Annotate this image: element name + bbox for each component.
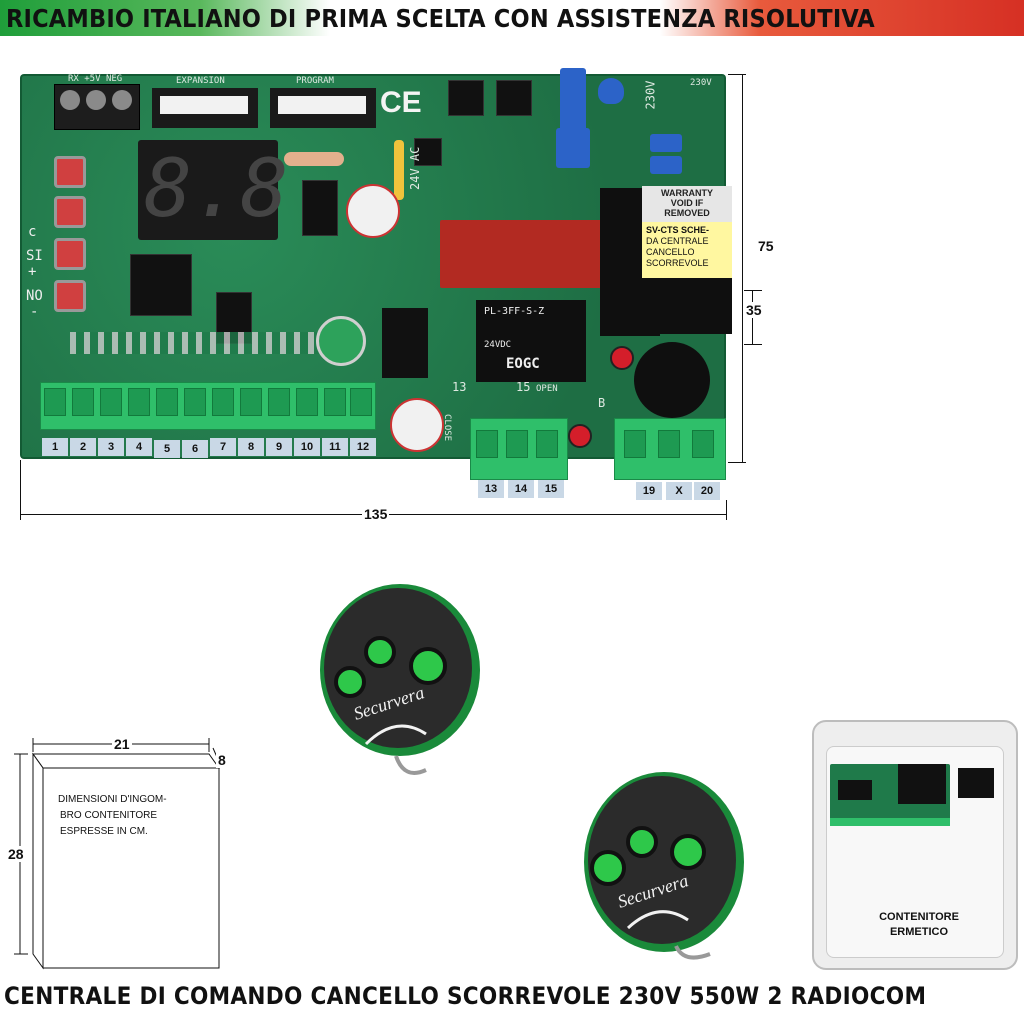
terminal-20: 20 bbox=[694, 482, 720, 500]
remote2-button-mid bbox=[626, 826, 658, 858]
button-4[interactable] bbox=[54, 280, 86, 312]
label-rx: RX bbox=[68, 74, 79, 84]
label-minus: - bbox=[30, 304, 39, 320]
microcontroller-chip bbox=[130, 254, 192, 316]
top-banner: RICAMBIO ITALIANO DI PRIMA SCELTA CON AS… bbox=[0, 0, 1024, 36]
terminal-4: 4 bbox=[126, 438, 152, 456]
terminal-15: 15 bbox=[538, 480, 564, 498]
label-24vac: 24V AC bbox=[408, 146, 422, 190]
label-no: NO bbox=[26, 288, 43, 304]
banner-title: RICAMBIO ITALIANO DI PRIMA SCELTA CON AS… bbox=[6, 4, 875, 33]
dimension-relay-height: 35 bbox=[744, 302, 764, 318]
relay-eogc-small bbox=[382, 308, 428, 378]
terminal-11: 11 bbox=[322, 438, 348, 456]
remote-control-2: Securvera bbox=[584, 772, 744, 960]
label-plus: + bbox=[28, 264, 37, 280]
terminal-14: 14 bbox=[508, 480, 534, 498]
enclosure-photo: CONTENITORE ERMETICO bbox=[812, 720, 1018, 970]
remote-control-1: Securvera bbox=[320, 584, 480, 775]
box-height: 28 bbox=[6, 846, 26, 862]
label-5v: +5V bbox=[84, 74, 101, 84]
label-230v-vertical: 230V bbox=[643, 80, 658, 110]
seven-segment-display: 8.8. bbox=[138, 140, 337, 240]
terminal-13: 13 bbox=[478, 480, 504, 498]
remote1-button-right bbox=[409, 647, 447, 685]
product-title: CENTRALE DI COMANDO CANCELLO SCORREVOLE … bbox=[4, 982, 927, 1010]
dimension-width: 135 bbox=[362, 506, 390, 522]
terminal-block-left bbox=[40, 382, 376, 430]
dimension-height-line bbox=[742, 74, 743, 462]
button-2[interactable] bbox=[54, 196, 86, 228]
relay-pl-3ff: PL-3FF-S-Z EOGC 24VDC bbox=[476, 300, 586, 382]
remote2-button-left bbox=[590, 850, 626, 886]
terminal-3: 3 bbox=[98, 438, 124, 456]
terminal-x: X bbox=[666, 482, 692, 500]
silk-13: 13 bbox=[452, 380, 467, 394]
enclosure-dimension-diagram bbox=[14, 738, 221, 970]
label-open: OPEN bbox=[536, 384, 558, 394]
warranty-sticker: WARRANTY VOID IF REMOVED bbox=[642, 186, 732, 222]
model-sticker: SV-CTS SCHE- DA CENTRALE CANCELLO SCORRE… bbox=[642, 222, 732, 278]
label-close: CLOSE bbox=[442, 414, 452, 442]
expansion-connector bbox=[152, 88, 258, 128]
dimension-height: 75 bbox=[756, 238, 776, 254]
label-expansion: EXPANSION bbox=[176, 76, 225, 86]
ce-mark: CE bbox=[380, 86, 422, 119]
terminal-9: 9 bbox=[266, 438, 292, 456]
box-caption: DIMENSIONI D'INGOM- BRO CONTENITORE ESPR… bbox=[58, 794, 167, 837]
terminal-1: 1 bbox=[42, 438, 68, 456]
terminal-2: 2 bbox=[70, 438, 96, 456]
label-b: B bbox=[598, 396, 606, 410]
terminal-8: 8 bbox=[238, 438, 264, 456]
enclosure-label: CONTENITORE ERMETICO bbox=[879, 911, 959, 938]
box-depth: 8 bbox=[216, 752, 228, 768]
blue-capacitor bbox=[560, 68, 586, 134]
remote1-button-mid bbox=[364, 636, 396, 668]
terminal-19: 19 bbox=[636, 482, 662, 500]
remote2-button-right bbox=[670, 834, 706, 870]
terminal-10: 10 bbox=[294, 438, 320, 456]
button-1[interactable] bbox=[54, 156, 86, 188]
terminal-6: 6 bbox=[182, 440, 208, 458]
fuse-holder bbox=[634, 342, 710, 418]
electrolytic-capacitor bbox=[316, 316, 366, 366]
main-relay bbox=[440, 220, 606, 288]
label-c: c bbox=[28, 224, 37, 240]
label-230v: 230V bbox=[690, 78, 712, 88]
label-program: PROGRAM bbox=[296, 76, 334, 86]
terminal-7: 7 bbox=[210, 438, 236, 456]
terminal-12: 12 bbox=[350, 438, 376, 456]
silk-15: 15 bbox=[516, 380, 531, 394]
box-width: 21 bbox=[112, 736, 132, 752]
seal-badge-bottom bbox=[390, 398, 444, 452]
remote1-button-left bbox=[334, 666, 366, 698]
label-si: SI bbox=[26, 248, 43, 264]
button-3[interactable] bbox=[54, 238, 86, 270]
terminal-5: 5 bbox=[154, 440, 180, 458]
program-connector bbox=[270, 88, 376, 128]
pcb-board: RX +5V NEG EXPANSION PROGRAM CE 230V 230… bbox=[20, 68, 732, 459]
seal-badge-top bbox=[346, 184, 400, 238]
label-neg: NEG bbox=[105, 74, 123, 84]
